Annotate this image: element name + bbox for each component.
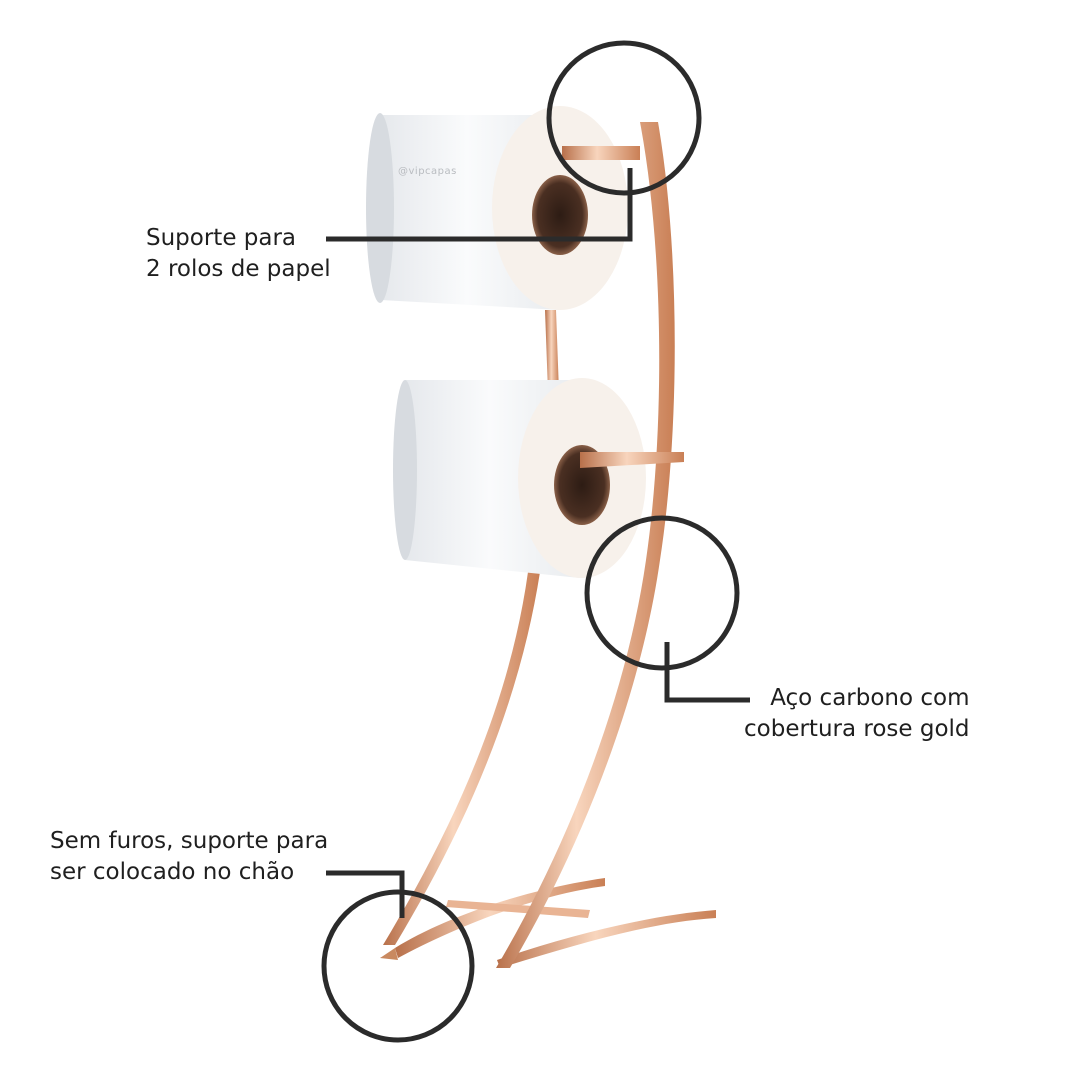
callout-circle-mid xyxy=(584,515,740,671)
leader-line-mid xyxy=(664,642,750,703)
paper-roll-lower xyxy=(393,378,646,578)
lower-roll-arm xyxy=(580,452,684,468)
stand-right-pole xyxy=(496,122,675,968)
stand-left-leg xyxy=(383,310,559,945)
upper-roll-arm xyxy=(562,146,640,160)
callout-circle-bottom xyxy=(321,889,475,1043)
callout-bottom-line-1: Sem furos, suporte para xyxy=(50,828,329,854)
callout-top-line-1: Suporte para xyxy=(146,225,297,251)
stand-base xyxy=(380,878,716,968)
leader-line-bottom xyxy=(326,870,405,918)
callout-label-top: Suporte para 2 rolos de papel xyxy=(146,223,331,285)
leader-line-top xyxy=(326,168,633,242)
callout-label-bottom: Sem furos, suporte para ser colocado no … xyxy=(50,826,328,888)
callout-circle-top xyxy=(546,40,702,196)
callout-mid-line-1: Aço carbono com xyxy=(770,685,970,711)
watermark-text: @vipcapas xyxy=(398,166,457,177)
callout-mid-line-2: cobertura rose gold xyxy=(744,716,970,742)
callout-bottom-line-2: ser colocado no chão xyxy=(50,859,295,885)
callout-top-line-2: 2 rolos de papel xyxy=(146,256,331,282)
callout-label-mid: Aço carbono com cobertura rose gold xyxy=(744,683,970,745)
paper-roll-upper xyxy=(366,106,628,310)
